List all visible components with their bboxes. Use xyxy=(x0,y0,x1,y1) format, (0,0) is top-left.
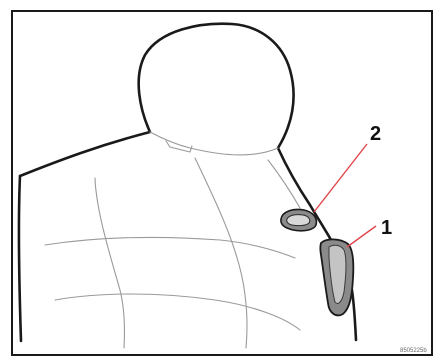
image-code: 8505225b xyxy=(400,348,427,354)
headrest-seam xyxy=(150,132,278,155)
callout-label-1: 1 xyxy=(381,217,392,239)
leader-line-1 xyxy=(347,226,376,247)
seat-side-edge xyxy=(19,176,21,341)
headrest-guide xyxy=(166,141,192,152)
recline-knob xyxy=(281,209,317,230)
seat-back-outline xyxy=(20,24,356,340)
recline-lever xyxy=(320,239,353,315)
seam-lower-band xyxy=(55,294,300,330)
diagram-frame xyxy=(12,11,432,355)
seam-right-vertical xyxy=(195,158,247,348)
seam-left-vertical xyxy=(95,178,125,348)
leader-line-2 xyxy=(314,144,367,212)
seam-upper-band xyxy=(45,238,295,258)
seam-shoulder xyxy=(268,160,300,208)
callout-label-2: 2 xyxy=(370,123,381,145)
